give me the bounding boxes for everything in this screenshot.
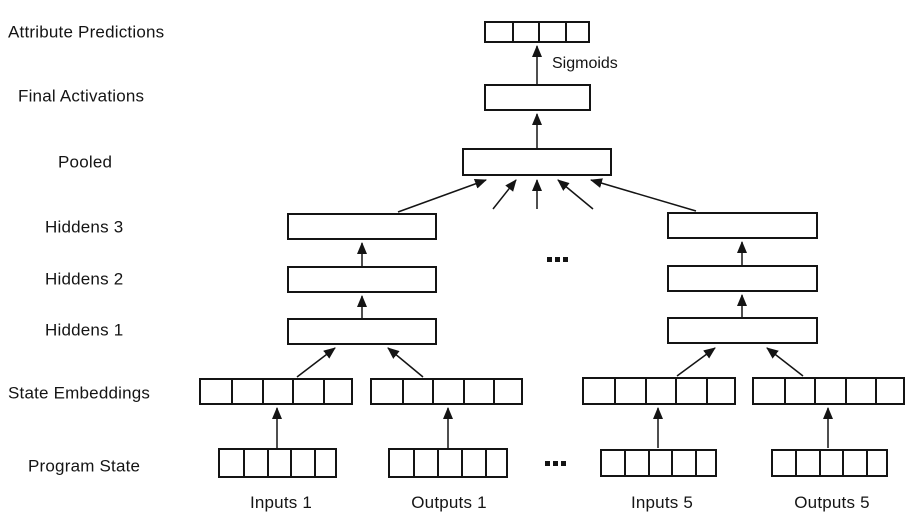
arrow-se-outputs5-to-hiddens1-right	[766, 347, 804, 377]
cell-divider	[645, 379, 647, 403]
arrow-hidden-stub-right-to-pooled	[557, 179, 594, 210]
label-outputs-5: Outputs 5	[794, 493, 870, 512]
arrow-hiddens3-right-to-pooled	[590, 178, 697, 212]
arrow-se-outputs1-to-hiddens1-left	[387, 347, 424, 378]
cell-divider	[485, 450, 487, 476]
cell-divider	[875, 379, 877, 403]
cell-divider	[262, 380, 264, 403]
cell-divider	[267, 450, 269, 476]
cell-divider	[402, 380, 404, 403]
ellipsis-hiddens	[562, 256, 568, 262]
cell-divider	[784, 379, 786, 403]
ellipsis-program-state	[552, 460, 558, 466]
cell-divider	[675, 379, 677, 403]
cell-divider	[845, 379, 847, 403]
program-state-outputs-5-box	[771, 449, 888, 477]
label-hiddens-2: Hiddens 2	[45, 269, 124, 289]
ellipsis-hiddens	[546, 256, 552, 262]
state-embedding-inputs-5-box	[582, 377, 736, 405]
cell-divider	[512, 23, 514, 41]
label-program-state: Program State	[28, 456, 141, 476]
program-state-outputs-1-box	[388, 448, 508, 478]
ellipsis-program-state	[544, 460, 550, 466]
label-inputs-1: Inputs 1	[249, 493, 313, 512]
arrow-se-inputs5-to-hiddens1-right	[676, 347, 716, 377]
cell-divider	[866, 451, 868, 475]
ellipsis-program-state	[560, 460, 566, 466]
program-state-inputs-5-box	[600, 449, 717, 477]
cell-divider	[671, 451, 673, 475]
label-outputs-1: Outputs 1	[411, 493, 487, 512]
cell-divider	[432, 380, 434, 403]
hiddens-3-right-box	[667, 212, 818, 239]
state-embedding-outputs-5-box	[752, 377, 905, 405]
arrow-hidden-stub-left-to-pooled	[492, 179, 517, 210]
state-embedding-outputs-1-box	[370, 378, 523, 405]
ellipsis-hiddens	[554, 256, 560, 262]
label-state-embeddings: State Embeddings	[8, 383, 151, 403]
label-hiddens-3: Hiddens 3	[45, 217, 124, 237]
cell-divider	[290, 450, 292, 476]
cell-divider	[231, 380, 233, 403]
label-final-activations: Final Activations	[18, 86, 145, 106]
cell-divider	[463, 380, 465, 403]
cell-divider	[624, 451, 626, 475]
hiddens-1-left-box	[287, 318, 437, 345]
cell-divider	[648, 451, 650, 475]
cell-divider	[538, 23, 540, 41]
hiddens-1-right-box	[667, 317, 818, 344]
cell-divider	[413, 450, 415, 476]
hiddens-2-left-box	[287, 266, 437, 293]
hiddens-3-left-box	[287, 213, 437, 240]
cell-divider	[437, 450, 439, 476]
attribute-predictions-box	[484, 21, 590, 43]
cell-divider	[292, 380, 294, 403]
label-inputs-5: Inputs 5	[630, 493, 694, 512]
arrow-se-inputs1-to-hiddens1-left	[296, 347, 336, 378]
pooled-box	[462, 148, 612, 176]
cell-divider	[243, 450, 245, 476]
cell-divider	[314, 450, 316, 476]
cell-divider	[695, 451, 697, 475]
program-state-inputs-1-box	[218, 448, 337, 478]
cell-divider	[842, 451, 844, 475]
state-embedding-inputs-1-box	[199, 378, 353, 405]
cell-divider	[323, 380, 325, 403]
cell-divider	[493, 380, 495, 403]
label-attribute-predictions: Attribute Predictions	[8, 22, 165, 42]
hiddens-2-right-box	[667, 265, 818, 292]
cell-divider	[614, 379, 616, 403]
cell-divider	[565, 23, 567, 41]
cell-divider	[819, 451, 821, 475]
label-hiddens-1: Hiddens 1	[45, 320, 124, 340]
cell-divider	[706, 379, 708, 403]
cell-divider	[795, 451, 797, 475]
label-sigmoids: Sigmoids	[552, 55, 618, 72]
cell-divider	[814, 379, 816, 403]
cell-divider	[461, 450, 463, 476]
label-pooled: Pooled	[58, 152, 113, 172]
final-activations-box	[484, 84, 591, 111]
arrow-hiddens3-left-to-pooled	[397, 179, 487, 213]
